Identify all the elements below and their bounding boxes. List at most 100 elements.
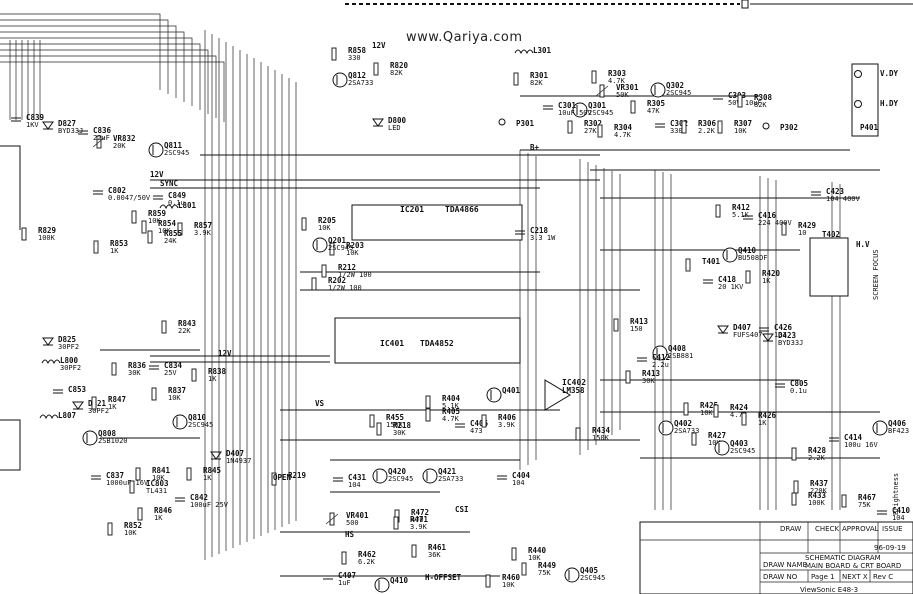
rail-label: HS [345,530,355,539]
tb-issue: ISSUE [882,525,903,533]
component-ref: Q402 [674,419,692,428]
component-ref: R437 [810,479,828,488]
inductor-symbol [41,359,61,365]
component-ref: C218 [530,226,549,235]
component-value: 25V [164,369,177,377]
screen-focus-label: SCREEN FOCUS [872,249,880,300]
resistor-symbol [341,551,347,565]
component-value: 4.7K [614,131,632,139]
component-value: 1K [758,419,767,427]
component-ref: R820 [390,61,409,70]
component-l807: L807 [39,411,76,420]
component-ref: Q201 [328,236,347,245]
component-ref: D825 [58,335,76,344]
hdy-label: H.DY [880,99,899,108]
resistor-symbol [369,414,375,428]
component-ref: C842 [190,493,208,502]
component-r219: R219 [271,471,307,486]
component-ref: R305 [647,99,665,108]
component-value: 75K [858,501,871,509]
component-c853: C853 [53,385,87,394]
rail-label: H-OFFSET [425,573,462,582]
component-value: 30K [128,369,141,377]
resistor-symbol [131,210,137,224]
component-ref: D407 [226,449,244,458]
resistor-symbol [147,230,153,244]
transistor-symbol [148,142,164,158]
component-ref: R304 [614,123,633,132]
resistor-symbol [376,422,382,436]
component-value: 82K [390,69,403,77]
component-ref: R205 [318,216,336,225]
component-value: 1K [108,403,117,411]
tb-draw-name-2: MAIN BOARD & CRT BOARD [805,562,901,570]
component-value: 1000uF 16V [106,479,149,487]
component-ref: C423 [826,187,845,196]
diode-symbol [762,333,774,342]
component-ref: C805 [790,379,808,388]
component-ref: Q410 [390,576,409,585]
component-value: 473 [470,427,483,435]
transistor-symbol [714,440,730,456]
component-ref: C836 [93,126,112,135]
tb-draw: DRAW [780,525,801,533]
vertical-bus-lines [204,30,841,560]
component-value: 2.2K [698,127,716,135]
component-value: 50K [616,91,629,99]
resistor-symbol [793,480,799,494]
resistor-symbol [791,447,797,461]
component-value: 100uF 25V [190,501,229,509]
rail-label: SYNC [160,179,178,188]
inductor-symbol [159,204,179,210]
transistor-symbol [486,387,502,403]
inductor-symbol [514,49,534,55]
component-value: 47K [647,107,660,115]
component-value: 4.7K [608,77,626,85]
resistor-symbol [93,240,99,254]
component-ref: D407 [733,323,751,332]
diode-symbol [717,325,729,334]
component-ref: R434 [592,426,611,435]
component-value: 30PF2 [58,343,79,351]
component-value: 100u 16V [844,441,879,449]
component-value: 10K [148,217,161,225]
component-ref: R433 [808,491,827,500]
components-layer: R858330Q8122SA733R82082KD800LEDL301R3018… [11,41,911,593]
component-ref: Q301 [588,101,607,110]
left-wire-bundle [0,13,225,471]
resistor-symbol [329,242,335,256]
resistor-symbol [737,94,743,108]
component-ref: Q408 [668,344,687,353]
component-p301: P301 [498,118,535,128]
component-q410: Q410 [374,576,409,593]
resistor-symbol [691,432,697,446]
component-value: FUFS407 [733,331,763,339]
component-ref: R425 [700,401,718,410]
component-value: 30K [642,377,655,385]
component-value: 10K [168,394,181,402]
resistor-symbol [613,318,619,332]
component-value: 1K [154,514,163,522]
component-value: 10K [346,249,359,257]
